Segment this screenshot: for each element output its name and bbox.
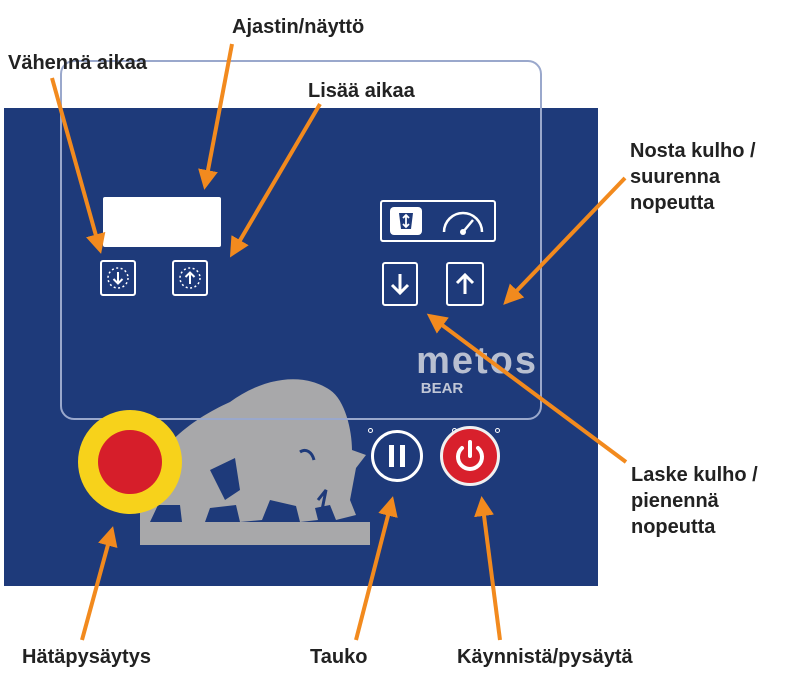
arrow-up-icon (455, 272, 475, 294)
pause-icon (389, 445, 405, 467)
arrow-down-icon (390, 274, 410, 296)
pause-label: Tauko (310, 646, 368, 668)
speedometer-icon (442, 211, 484, 235)
power-icon (456, 440, 484, 471)
mode-indicator (380, 200, 496, 242)
model-label: BEAR (420, 380, 464, 397)
bowl-lift-icon (390, 207, 422, 235)
start-stop-label: Käynnistä/pysäytä (457, 646, 633, 668)
decrease-time-label: Vähennä aikaa (8, 52, 147, 74)
increase-time-label: Lisää aikaa (308, 80, 415, 102)
clock-down-icon (107, 267, 129, 289)
increase-time-button[interactable] (172, 260, 208, 296)
lower-bowl-label: Laske kulho / pienennä nopeutta (631, 464, 758, 538)
brand-logo: metos (416, 340, 538, 382)
emergency-stop-cap (98, 430, 162, 494)
emergency-stop-label: Hätäpysäytys (22, 646, 151, 668)
emergency-stop-button[interactable] (78, 410, 182, 514)
clock-up-icon (179, 267, 201, 289)
pause-button[interactable] (371, 430, 423, 482)
timer-display (103, 197, 221, 247)
start-stop-button[interactable] (440, 426, 500, 486)
decrease-time-button[interactable] (100, 260, 136, 296)
raise-bowl-button[interactable] (446, 262, 484, 306)
lower-bowl-button[interactable] (382, 262, 418, 306)
pause-led (368, 428, 373, 433)
timer-display-label: Ajastin/näyttö (232, 16, 365, 38)
raise-bowl-label: Nosta kulho / suurenna nopeutta (630, 140, 756, 214)
